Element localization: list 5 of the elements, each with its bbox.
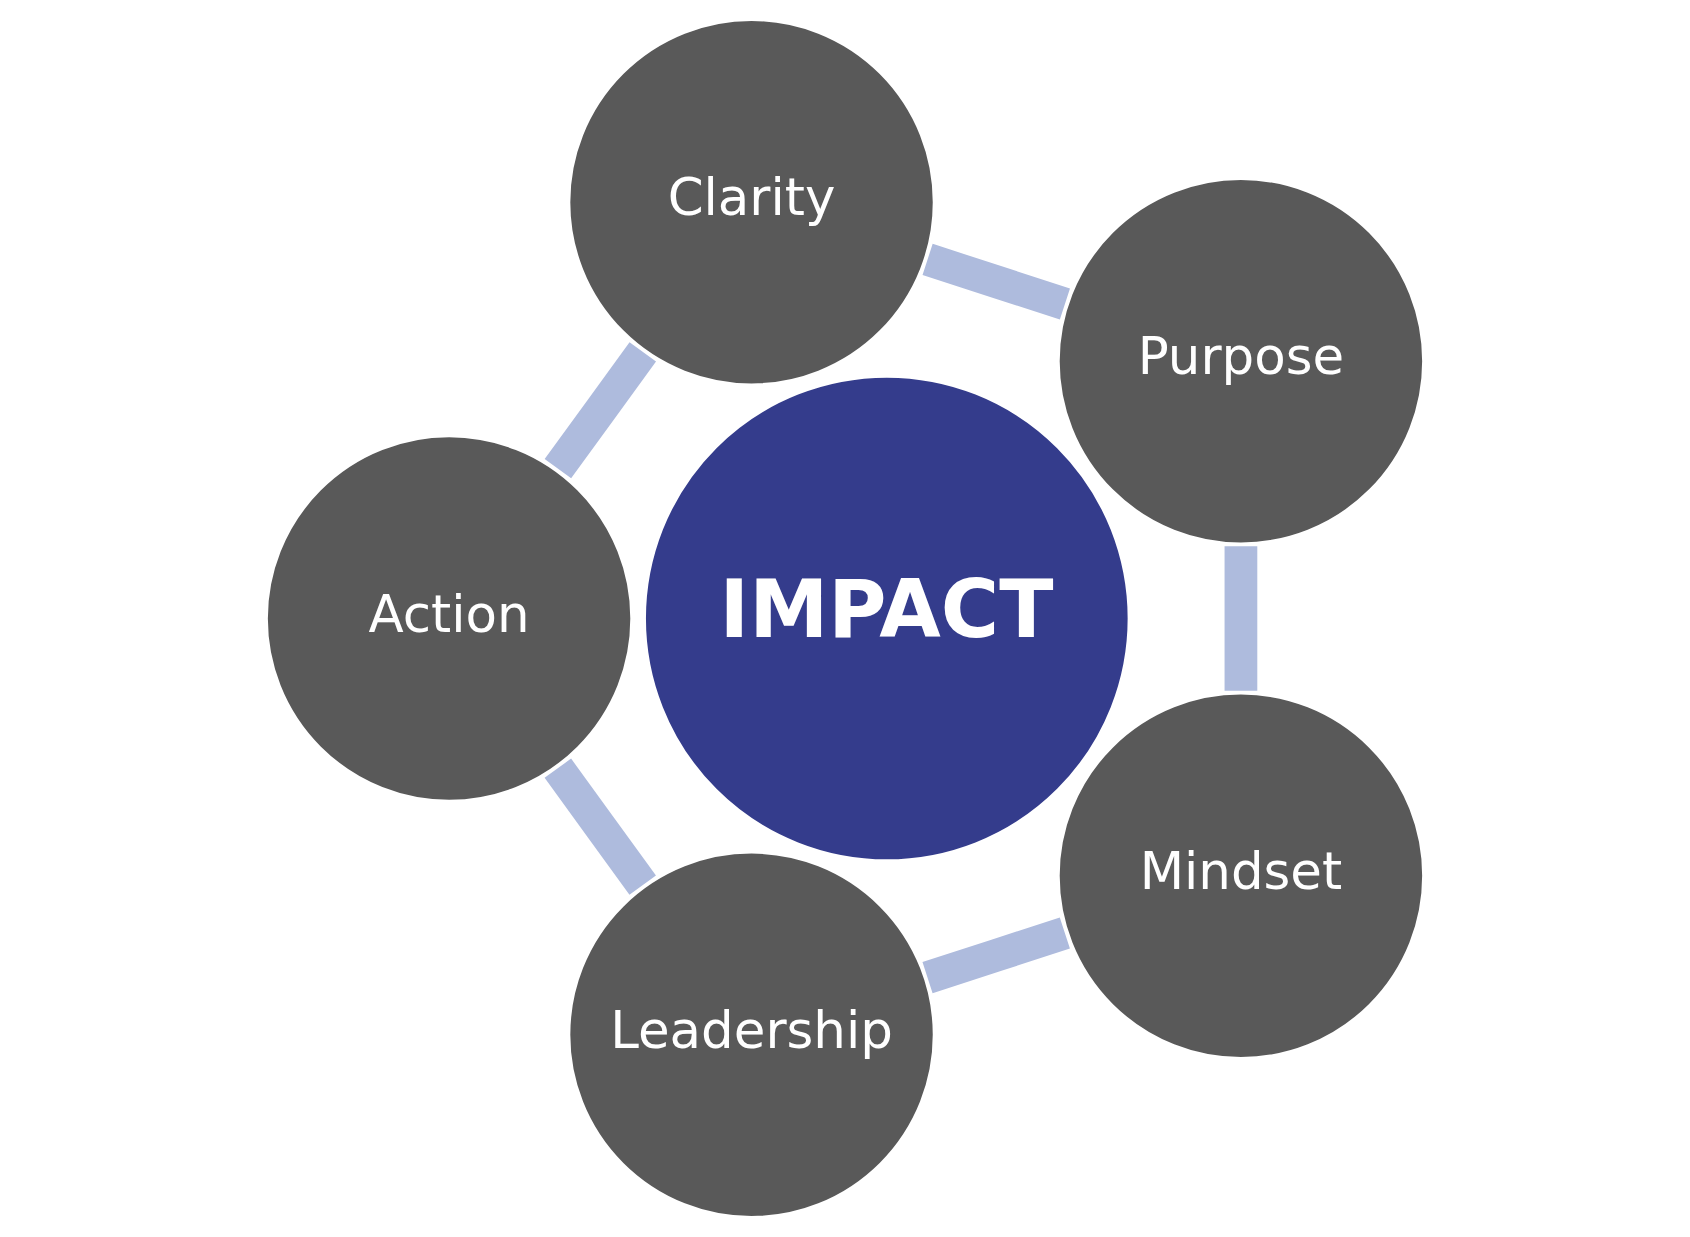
connector [922, 243, 1070, 320]
connector [1224, 546, 1258, 691]
connector [544, 758, 656, 895]
connector [922, 917, 1070, 994]
connector [544, 342, 656, 479]
